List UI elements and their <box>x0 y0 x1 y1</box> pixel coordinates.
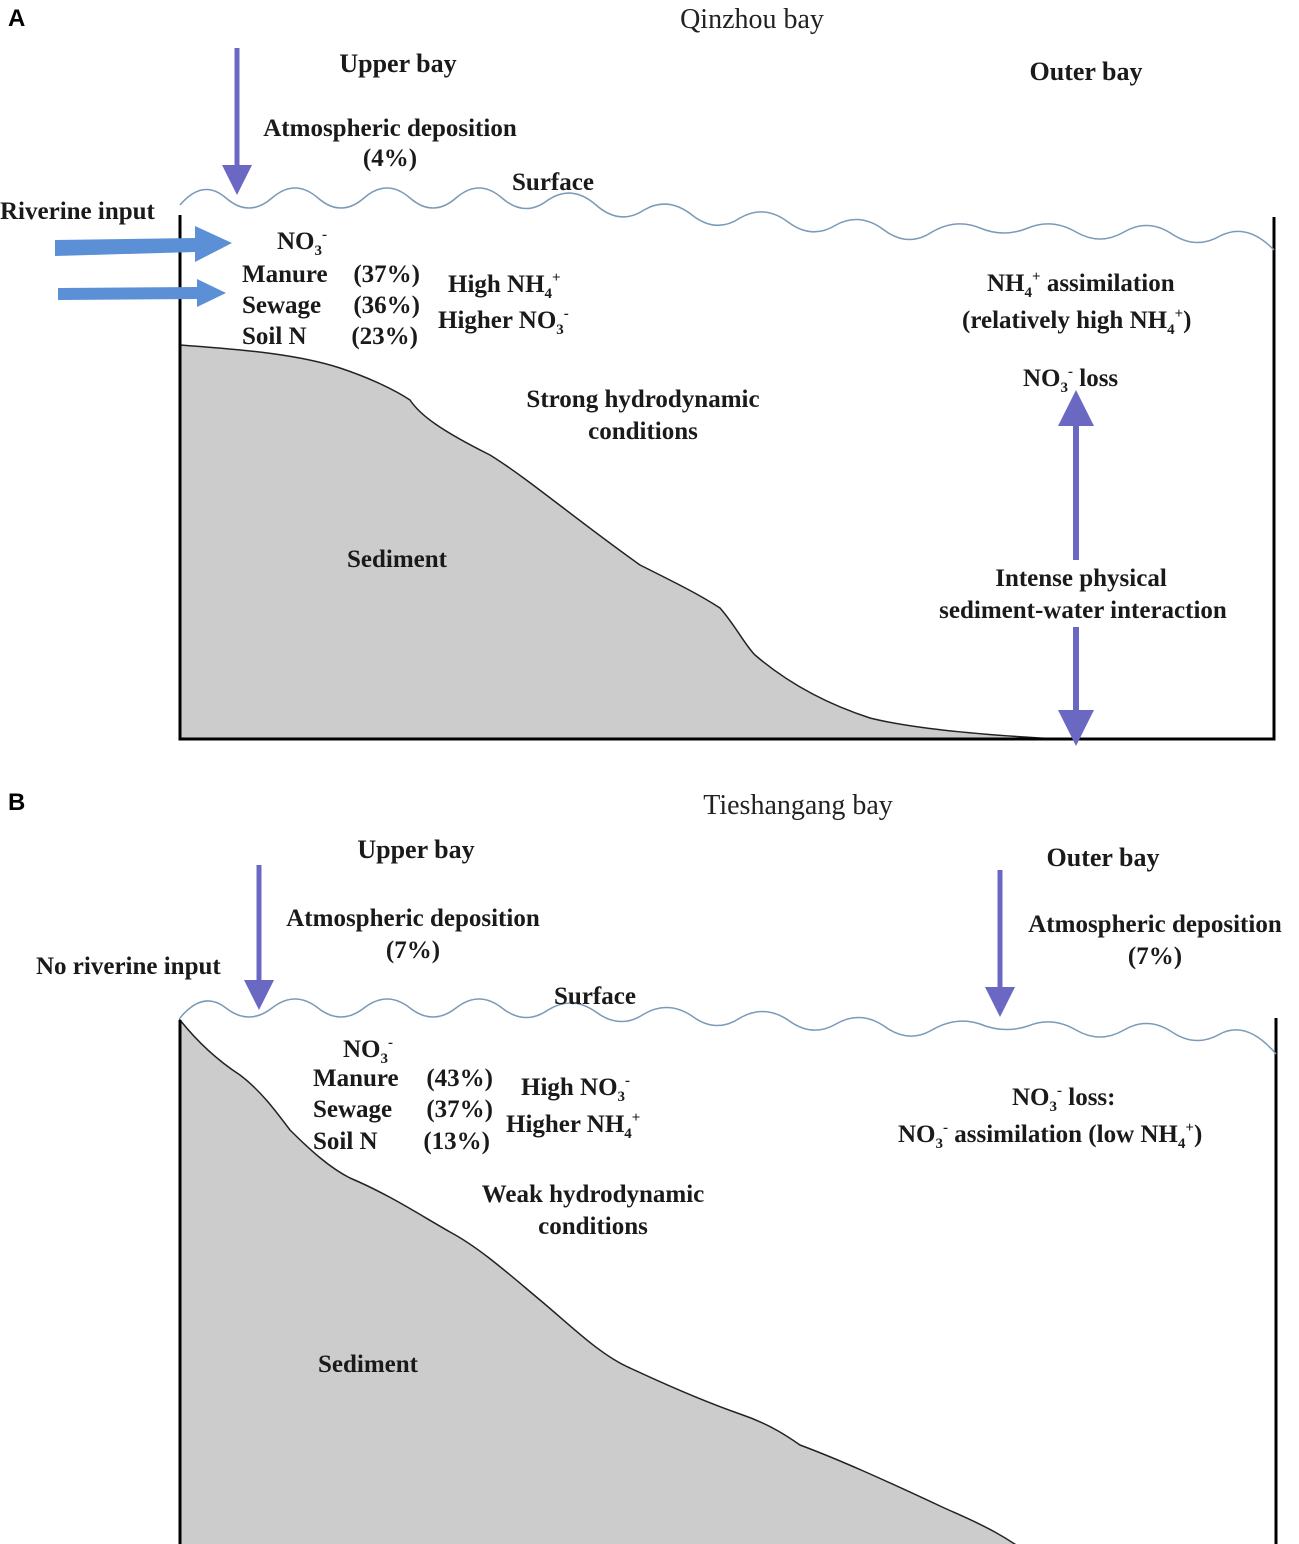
water-surface-wave-b <box>179 998 1277 1055</box>
sediment-label-a: Sediment <box>347 546 448 573</box>
riverine-arrow-2 <box>58 279 226 307</box>
weak-hydrodynamic-label: Weak hydrodynamic <box>482 1181 705 1208</box>
sewage-source-pct-a: (36%) <box>353 292 420 319</box>
atmospheric-deposition-label-b-outer: Atmospheric deposition <box>1028 911 1282 938</box>
soil-n-source-label-b: Soil N <box>313 1128 378 1155</box>
manure-source-pct-a: (37%) <box>353 261 420 288</box>
atmospheric-deposition-label-b: Atmospheric deposition <box>286 905 540 932</box>
manure-source-label-b: Manure <box>313 1065 399 1092</box>
manure-source-label-a: Manure <box>242 261 328 288</box>
container-walls-a <box>178 215 1276 741</box>
no3-source-heading-a: NO3- <box>277 227 327 259</box>
high-nh4-label: High NH4+ <box>448 270 561 302</box>
surface-label-a: Surface <box>512 169 594 196</box>
sediment-water-interaction-label: sediment-water interaction <box>939 597 1227 624</box>
outer-bay-label-b: Outer bay <box>1047 843 1160 872</box>
soil-n-source-pct-b: (13%) <box>423 1128 490 1155</box>
panel-letter-a: A <box>8 5 25 32</box>
intense-physical-label: Intense physical <box>995 565 1167 592</box>
higher-no3-label: Higher NO3- <box>438 306 569 338</box>
nh4-assimilation-label: NH4+ assimilation <box>987 269 1175 301</box>
atmospheric-deposition-pct-a: (4%) <box>363 145 417 172</box>
high-no3-label: High NO3- <box>521 1073 630 1105</box>
riverine-input-label: Riverine input <box>0 198 156 225</box>
panel-a-title: Qinzhou bay <box>680 4 824 35</box>
no3-assimilation-label: NO3- assimilation (low NH4+) <box>898 1120 1202 1152</box>
manure-source-pct-b: (43%) <box>426 1065 493 1092</box>
outer-bay-label-a: Outer bay <box>1030 57 1143 86</box>
soil-n-source-label-a: Soil N <box>242 323 307 350</box>
sediment-label-b: Sediment <box>318 1351 419 1378</box>
riverine-arrow-1 <box>55 226 232 262</box>
weak-hydrodynamic-conditions: conditions <box>538 1213 648 1240</box>
no-riverine-input-label: No riverine input <box>36 953 221 980</box>
panel-a: A Qinzhou bay Upper bay Outer bay Atmosp… <box>0 4 1276 746</box>
upper-bay-label-a: Upper bay <box>339 49 456 78</box>
atmospheric-deposition-pct-b: (7%) <box>386 937 440 964</box>
strong-hydrodynamic-conditions: conditions <box>588 418 698 445</box>
no3-loss-label-a: NO3- loss <box>1023 364 1118 396</box>
strong-hydrodynamic-label: Strong hydrodynamic <box>526 386 759 413</box>
atmospheric-deposition-pct-b-outer: (7%) <box>1128 943 1182 970</box>
container-walls-b <box>178 1018 1278 1544</box>
soil-n-source-pct-a: (23%) <box>351 323 418 350</box>
no3-loss-label-b: NO3- loss: <box>1012 1083 1115 1115</box>
water-surface-wave-a <box>179 187 1275 251</box>
sewage-source-label-b: Sewage <box>313 1096 392 1123</box>
sewage-source-label-a: Sewage <box>242 292 321 319</box>
panel-letter-b: B <box>8 789 25 816</box>
higher-nh4-label: Higher NH4+ <box>506 1110 640 1142</box>
upper-bay-label-b: Upper bay <box>357 835 474 864</box>
atmospheric-deposition-label-a: Atmospheric deposition <box>263 115 517 142</box>
no3-source-heading-b: NO3- <box>343 1035 393 1067</box>
panel-b-title: Tieshangang bay <box>703 790 893 821</box>
panel-b: B Tieshangang bay Upper bay Outer bay At… <box>8 789 1282 1544</box>
surface-label-b: Surface <box>554 983 636 1010</box>
sediment-area-a <box>179 344 1061 740</box>
relatively-high-nh4-label: (relatively high NH4+) <box>962 306 1191 338</box>
sewage-source-pct-b: (37%) <box>426 1096 493 1123</box>
sediment-area-b <box>179 1017 1017 1544</box>
